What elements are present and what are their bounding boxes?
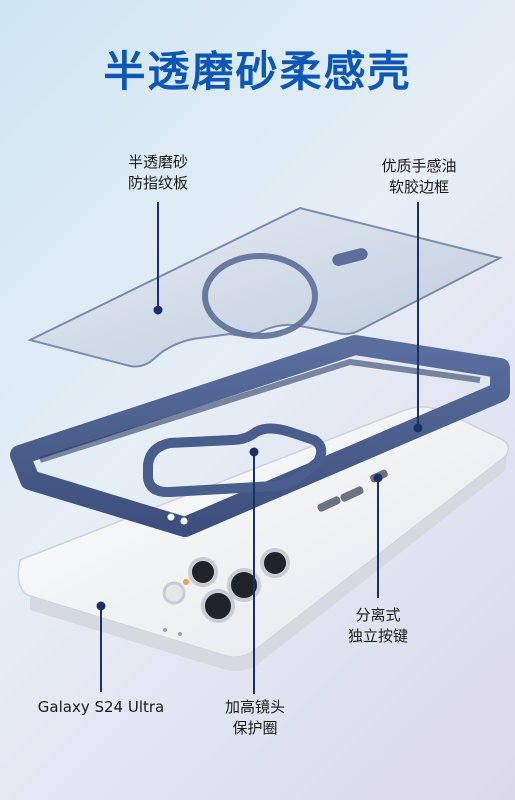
frosted-back-plate xyxy=(27,206,503,368)
camera-ring xyxy=(143,423,327,498)
buttons-label-line1: 分离式 xyxy=(355,606,401,624)
camera-lens-group xyxy=(162,548,290,623)
camera-ring-label-line1: 加高镜头 xyxy=(224,698,285,716)
bumper-label-line1: 优质手感油 xyxy=(381,157,457,175)
camera-ring-label-line2: 保护圈 xyxy=(232,719,278,737)
buttons-label-line2: 独立按键 xyxy=(347,627,408,645)
callout-lines xyxy=(96,202,423,694)
bumper-frame xyxy=(10,335,510,537)
bumper-label-line2: 软胶边框 xyxy=(388,178,449,196)
buttons-label: 分离式 独立按键 xyxy=(338,605,418,647)
phone-model-text: Galaxy S24 Ultra xyxy=(37,698,165,716)
camera-ring-label: 加高镜头 保护圈 xyxy=(212,697,298,739)
back-panel-label-line1: 半透磨砂 xyxy=(127,153,188,171)
back-panel-label-line2: 防指纹板 xyxy=(127,174,188,192)
phone-model-label: Galaxy S24 Ultra xyxy=(28,697,174,718)
back-panel-label: 半透磨砂 防指纹板 xyxy=(112,152,204,194)
page-title: 半透磨砂柔感壳 xyxy=(103,47,412,96)
bumper-label: 优质手感油 软胶边框 xyxy=(367,156,471,198)
magsafe-ring xyxy=(202,248,368,339)
phone-body xyxy=(17,406,510,672)
